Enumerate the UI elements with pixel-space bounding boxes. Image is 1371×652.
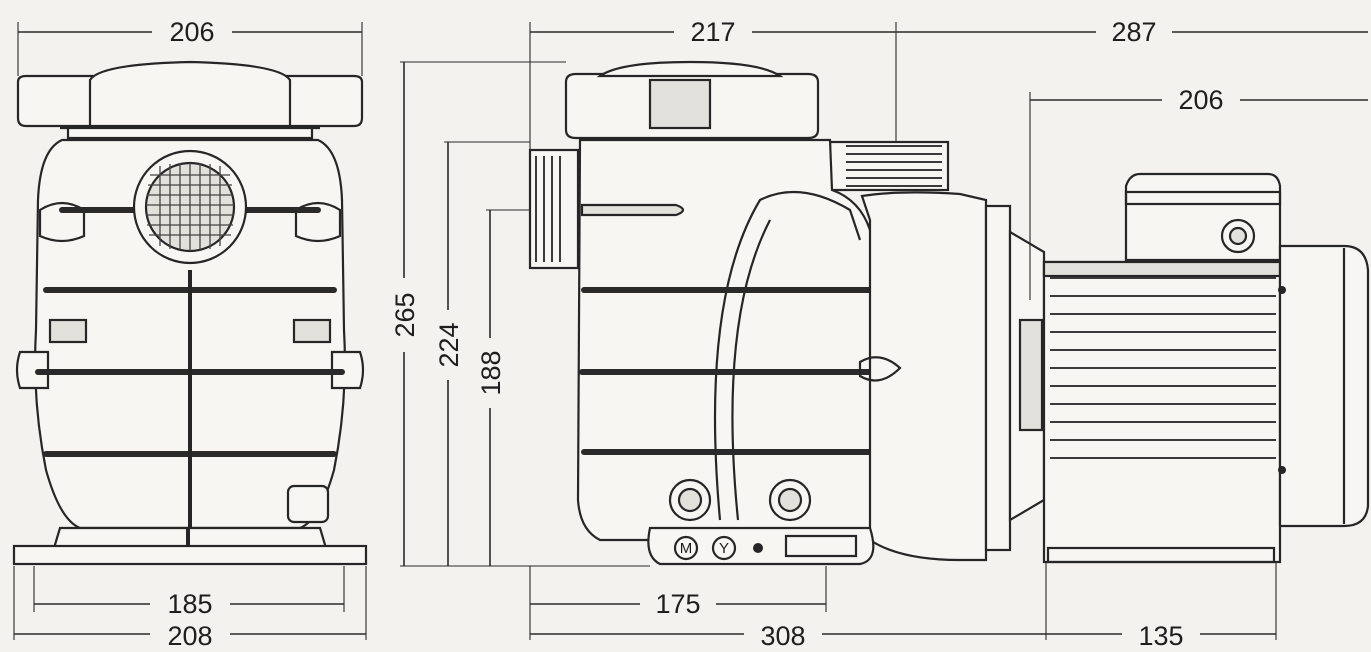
marking-dot-icon xyxy=(753,543,763,553)
dimension-lines: 206 185 208 265 224 188 xyxy=(13,17,1368,651)
side-view-motor xyxy=(1042,172,1370,564)
dim-length-pump-body: 308 xyxy=(760,621,805,647)
dim-length-pump-head: 217 xyxy=(690,17,735,47)
marking-y: Y xyxy=(719,540,729,557)
dim-height-inlet: 188 xyxy=(476,350,506,395)
marking-y-icon xyxy=(711,535,737,561)
dim-front-base-inner: 185 xyxy=(167,589,212,619)
dim-motor-foot-length: 135 xyxy=(1138,621,1183,647)
side-view-pump: M Y xyxy=(528,60,1046,566)
dim-base-to-foot: 175 xyxy=(655,589,700,619)
dim-front-base-outer: 208 xyxy=(167,621,212,647)
dim-motor-body-length: 206 xyxy=(1178,85,1223,115)
dim-height-overall: 265 xyxy=(390,292,420,337)
marking-m: M xyxy=(680,540,693,557)
dim-height-outlet: 224 xyxy=(434,322,464,367)
dim-length-motor: 287 xyxy=(1111,17,1156,47)
front-view xyxy=(12,60,368,566)
dim-front-top-width: 206 xyxy=(169,17,214,47)
marking-m-icon xyxy=(673,535,699,561)
